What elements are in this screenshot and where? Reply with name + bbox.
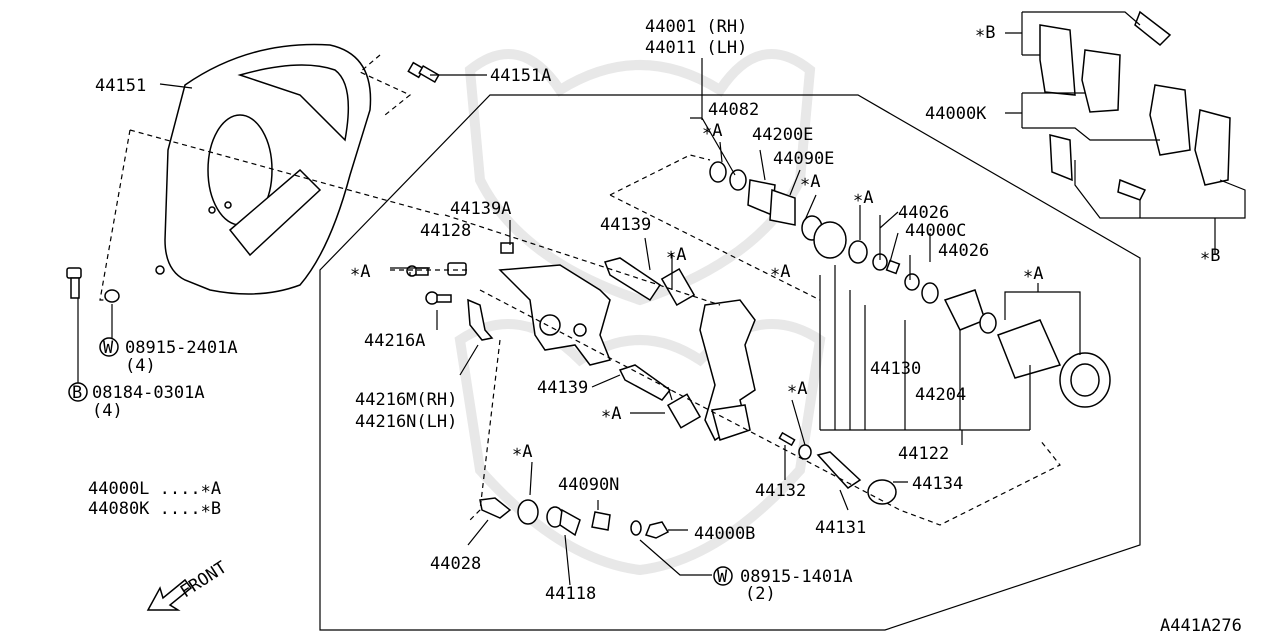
- label-44028: 44028: [430, 554, 481, 574]
- label-08915-2401a-qty: (4): [125, 356, 156, 376]
- figure-code: A441A276: [1160, 616, 1242, 636]
- label-44130: 44130: [870, 359, 921, 379]
- label-star-a-10: ∗A: [512, 442, 532, 462]
- label-44139a: 44139A: [450, 199, 511, 219]
- w-symbol-circle-2: [713, 566, 733, 586]
- label-44090e: 44090E: [773, 149, 834, 169]
- label-44001: 44001 (RH): [645, 17, 747, 37]
- label-star-b-bottom: ∗B: [1200, 246, 1220, 266]
- label-44026-top: 44026: [898, 203, 949, 223]
- label-44151: 44151: [95, 76, 146, 96]
- label-08184-0301a: 08184-0301A: [92, 383, 205, 403]
- label-08915-1401a: 08915-1401A: [740, 567, 853, 587]
- label-44216n: 44216N(LH): [355, 412, 457, 432]
- label-star-a-3: ∗A: [853, 188, 873, 208]
- label-star-a-9: ∗A: [787, 379, 807, 399]
- back-plate-bolt: [407, 61, 440, 83]
- bolt-b: [66, 267, 82, 299]
- w-symbol-2: W: [717, 567, 728, 587]
- label-star-a-1: ∗A: [702, 121, 722, 141]
- small-bolt-44216a: [425, 291, 452, 305]
- label-star-a-6: ∗A: [666, 245, 686, 265]
- label-44128: 44128: [420, 221, 471, 241]
- label-44118: 44118: [545, 584, 596, 604]
- legend-a: 44000L ....∗A: [88, 479, 221, 499]
- w-symbol-circle: [99, 337, 119, 357]
- front-arrow: [146, 578, 193, 611]
- washer-w: [104, 289, 120, 303]
- label-08184-0301a-qty: (4): [92, 401, 123, 421]
- caliper-bracket: [699, 299, 756, 442]
- label-front: FRONT: [177, 558, 231, 603]
- label-44134: 44134: [912, 474, 963, 494]
- brake-pads: [1039, 10, 1231, 201]
- label-44000b: 44000B: [694, 524, 755, 544]
- label-08915-1401a-qty: (2): [745, 584, 776, 604]
- pad-clip: [467, 298, 494, 341]
- piston-assembly: [943, 289, 1111, 408]
- label-44011: 44011 (LH): [645, 38, 747, 58]
- label-star-b-top: ∗B: [975, 23, 995, 43]
- b-symbol: B: [72, 383, 82, 403]
- leader-lines: [159, 58, 1081, 586]
- label-44122: 44122: [898, 444, 949, 464]
- pad-kit-leaders: [1005, 11, 1246, 255]
- label-44139-top: 44139: [600, 215, 651, 235]
- watermark: [454, 49, 826, 576]
- label-44000k: 44000K: [925, 104, 987, 124]
- label-44200e: 44200E: [752, 125, 813, 145]
- label-44204: 44204: [915, 385, 966, 405]
- label-44090n: 44090N: [558, 475, 619, 495]
- back-plate: [155, 43, 372, 295]
- label-44139-bot: 44139: [537, 378, 588, 398]
- label-44132: 44132: [755, 481, 806, 501]
- caliper-body: [498, 264, 612, 366]
- legend-b: 44080K ....∗B: [88, 499, 221, 519]
- label-44216m: 44216M(RH): [355, 390, 457, 410]
- lower-parts: [479, 431, 897, 539]
- guide-pins: [604, 257, 702, 429]
- label-star-a-4: ∗A: [1023, 264, 1043, 284]
- label-44131: 44131: [815, 518, 866, 538]
- label-44216a: 44216A: [364, 331, 425, 351]
- guide-assembly: [390, 154, 1061, 526]
- b-symbol-circle: [68, 382, 88, 402]
- label-44000c: 44000C: [905, 221, 966, 241]
- label-44151a: 44151A: [490, 66, 551, 86]
- label-44082: 44082: [708, 100, 759, 120]
- w-symbol: W: [103, 338, 114, 358]
- label-star-a-2: ∗A: [800, 172, 820, 192]
- label-44026-2: 44026: [938, 241, 989, 261]
- caliper-assembly-frame: [319, 94, 1141, 631]
- bleeder-screw: [406, 242, 514, 277]
- label-star-a-8: ∗A: [601, 404, 621, 424]
- label-08915-2401a: 08915-2401A: [125, 338, 238, 358]
- label-star-a-5: ∗A: [770, 262, 790, 282]
- parking-brake-parts: [709, 161, 939, 304]
- label-star-a-7: ∗A: [350, 262, 370, 282]
